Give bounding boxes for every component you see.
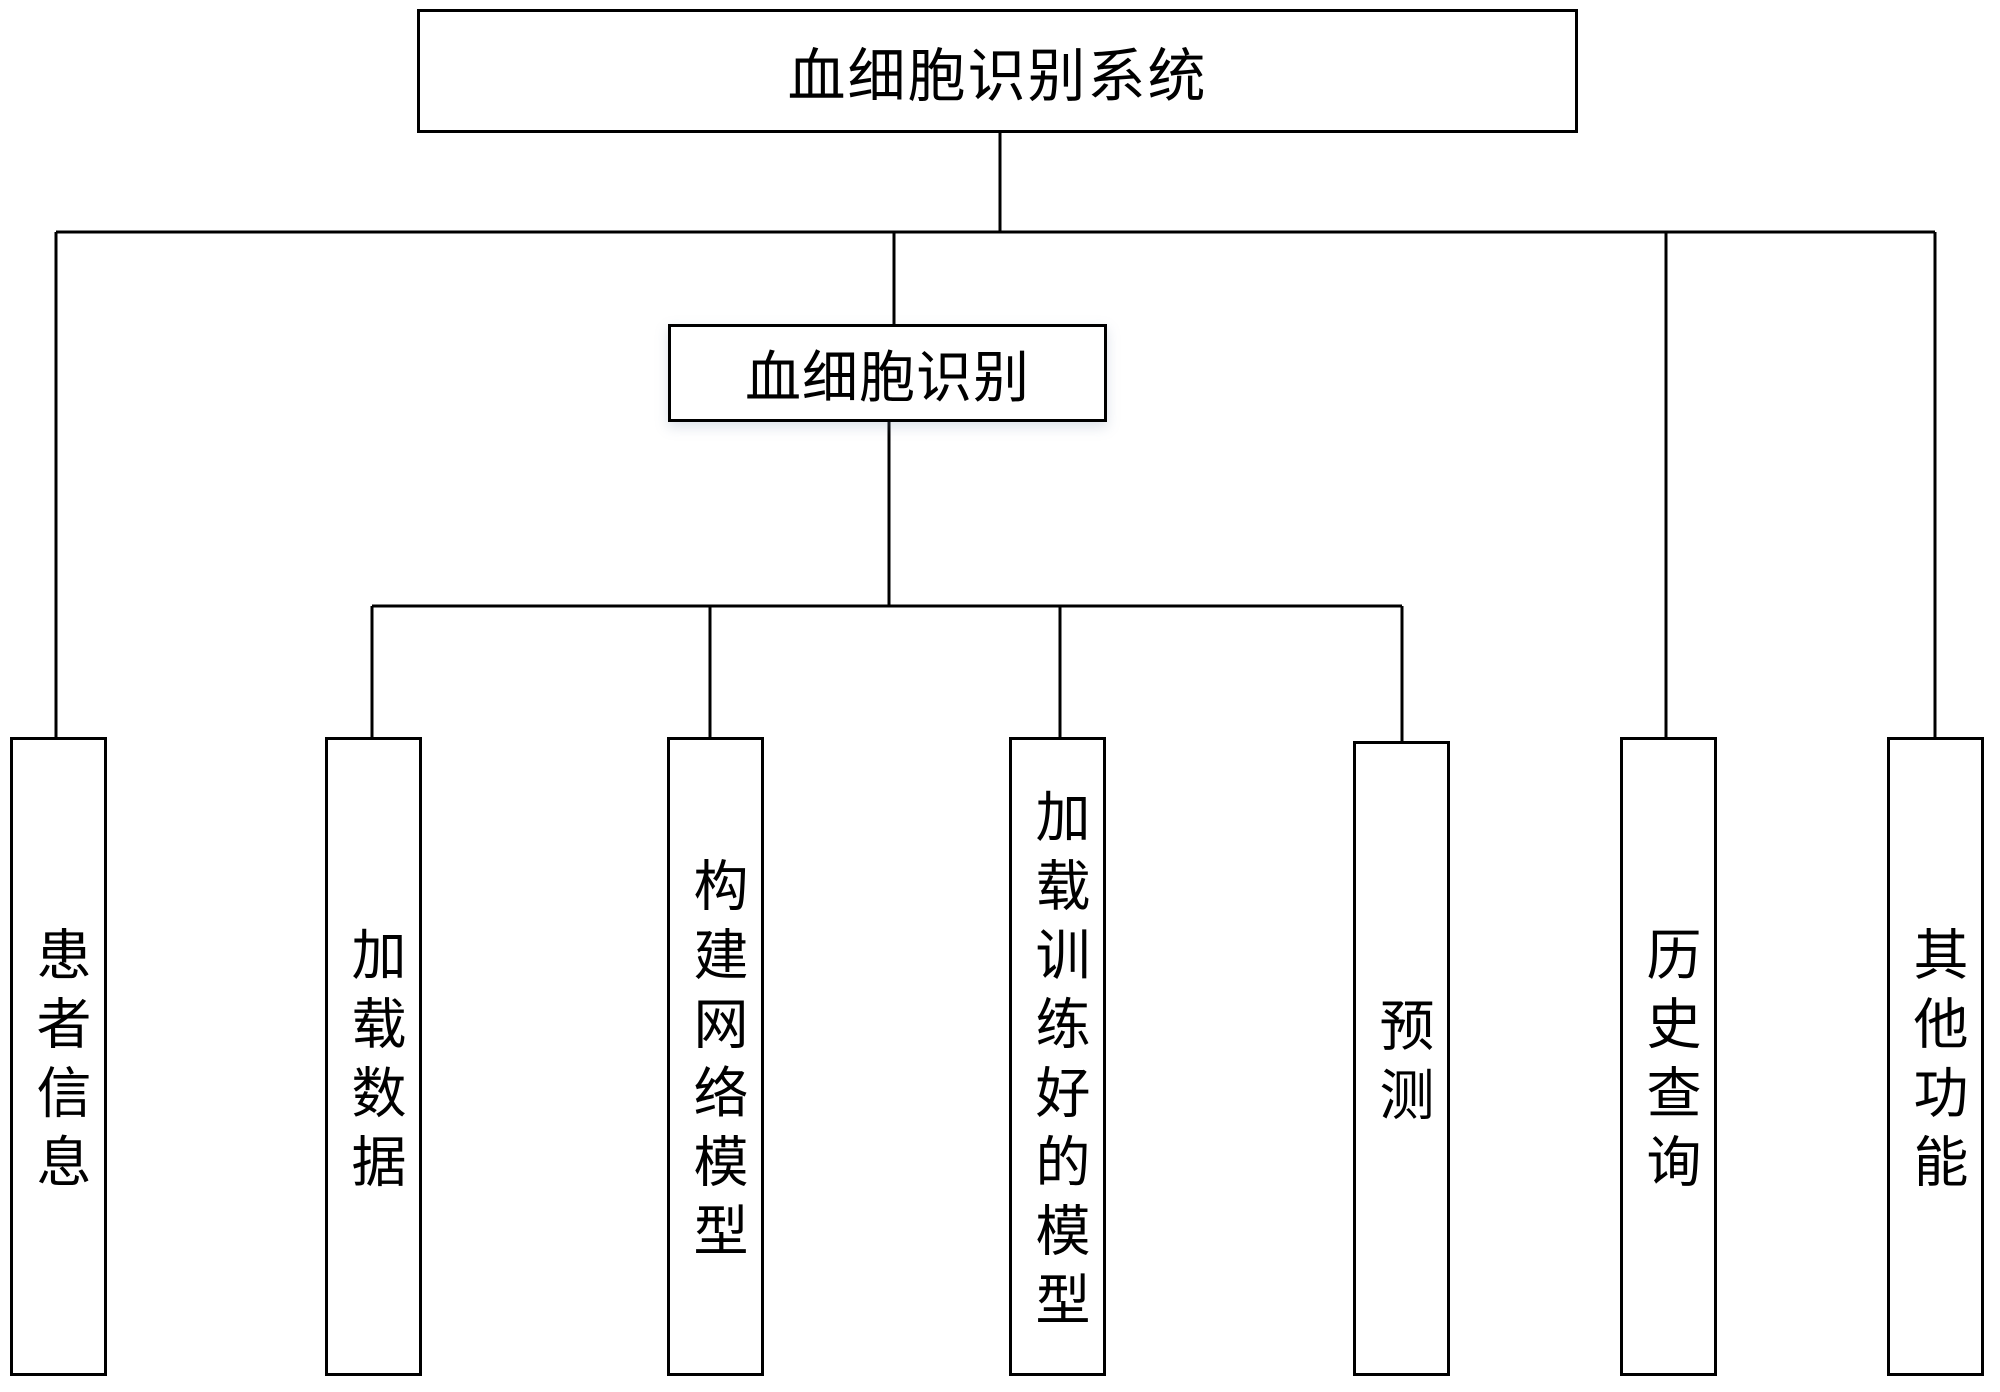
- other-functions-node-label: 其他功能: [1904, 925, 1968, 1202]
- blood-cell-recognition-node-box: 血细胞识别: [668, 324, 1107, 422]
- patient-info-node-label: 患者信息: [27, 925, 91, 1202]
- load-data-node-box: 加载数据: [325, 737, 422, 1376]
- patient-info-node-box: 患者信息: [10, 737, 107, 1376]
- other-functions-node-box: 其他功能: [1887, 737, 1984, 1376]
- history-query-node-box: 历史查询: [1620, 737, 1717, 1376]
- root-node-label: 血细胞识别系统: [787, 42, 1208, 110]
- load-trained-model-node-label: 加载训练好的模型: [1026, 787, 1090, 1340]
- load-trained-model-node-box: 加载训练好的模型: [1009, 737, 1106, 1376]
- root-node-box: 血细胞识别系统: [417, 9, 1578, 133]
- predict-node-label: 预测: [1370, 996, 1434, 1135]
- build-network-model-node-box: 构建网络模型: [667, 737, 764, 1376]
- blood-cell-recognition-node-label: 血细胞识别: [745, 345, 1030, 411]
- history-query-node-label: 历史查询: [1637, 925, 1701, 1202]
- load-data-node-label: 加载数据: [342, 925, 406, 1202]
- build-network-model-node-label: 构建网络模型: [684, 856, 748, 1271]
- predict-node-box: 预测: [1353, 741, 1450, 1376]
